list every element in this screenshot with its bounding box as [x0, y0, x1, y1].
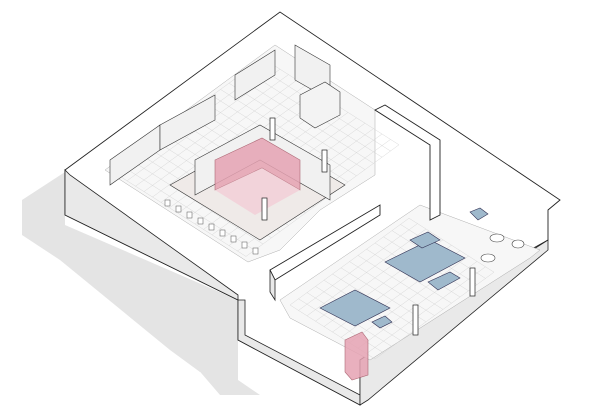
- chair: [241, 241, 248, 249]
- lounge-table-small: [319, 289, 391, 327]
- columns: [261, 117, 476, 336]
- pink-niche-floor: [215, 168, 300, 215]
- reading-chairs: [164, 199, 259, 255]
- pink-entrance-panel: [344, 331, 369, 381]
- grid-line: [289, 218, 410, 306]
- grid-line: [298, 223, 418, 311]
- grid-line: [366, 266, 486, 354]
- grid-line: [245, 144, 400, 257]
- central-shelving: [194, 124, 331, 201]
- partition-wall: [374, 104, 441, 221]
- lounge-table-large: [384, 239, 466, 283]
- chair: [164, 199, 171, 207]
- grid-line: [349, 255, 469, 343]
- grid-line: [306, 228, 427, 316]
- chair: [186, 211, 193, 219]
- bookshelves-left: [109, 44, 331, 186]
- chair: [219, 229, 226, 237]
- lounge-stool: [371, 315, 393, 329]
- lounge-floor: [279, 204, 541, 361]
- chair: [197, 217, 204, 225]
- lounge-bench: [427, 271, 461, 291]
- grid-line: [152, 85, 306, 198]
- chair: [252, 247, 259, 255]
- stair: [299, 81, 341, 129]
- lounge-bench: [409, 231, 441, 249]
- chair: [208, 223, 215, 231]
- chair: [175, 205, 182, 213]
- ground-shadow: [22, 172, 238, 372]
- ground-shadow-lower: [190, 330, 260, 395]
- lounge-stool: [469, 207, 489, 221]
- partition-wall-side: [269, 269, 276, 302]
- lounge-furniture: [319, 207, 489, 329]
- chair: [230, 235, 237, 243]
- grid-line: [135, 74, 289, 187]
- cafe-tables: [480, 233, 525, 263]
- grid-line: [143, 79, 298, 192]
- left-wall-face: [64, 169, 239, 301]
